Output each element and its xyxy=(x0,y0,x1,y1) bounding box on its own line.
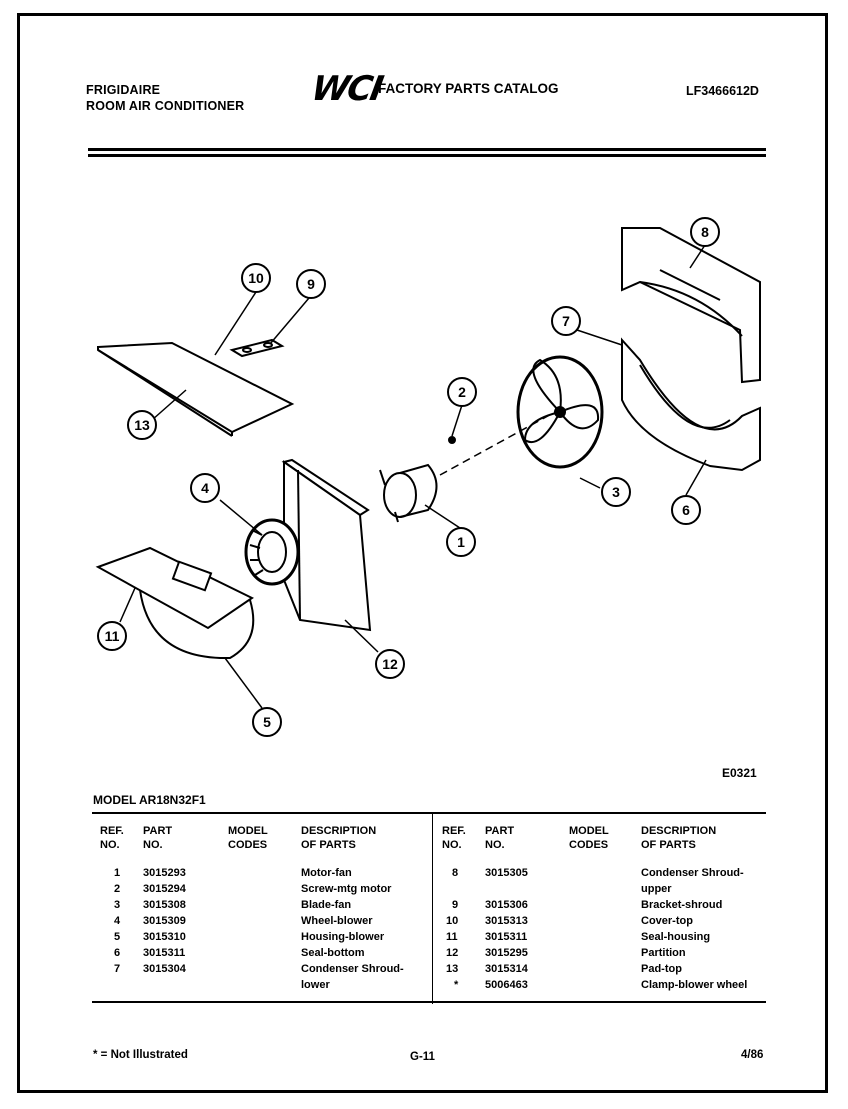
table-cell-part: 3015304 xyxy=(143,963,186,975)
figure-code: E0321 xyxy=(722,766,757,780)
table-cell-ref: 13 xyxy=(446,963,459,975)
footnote-not-illustrated: * = Not Illustrated xyxy=(93,1049,188,1061)
table-cell-desc: Wheel-blower xyxy=(301,915,373,927)
table-cell-ref: 2 xyxy=(114,883,121,895)
header-description: DESCRIPTION OF PARTS xyxy=(301,825,377,851)
header-rule xyxy=(88,148,766,151)
table-cell-desc: Partition xyxy=(641,947,686,959)
callout-12: 12 xyxy=(382,656,398,672)
catalog-title: FACTORY PARTS CATALOG xyxy=(378,81,559,96)
table-cell-part: 3015305 xyxy=(485,867,528,879)
table-top-rule xyxy=(92,812,766,814)
callout-1: 1 xyxy=(457,534,465,550)
revision-date: 4/86 xyxy=(741,1049,764,1061)
header-ref-no: REF. NO. xyxy=(100,825,124,851)
table-cell-desc: Bracket-shroud xyxy=(641,899,723,911)
table-cell-part: 3015293 xyxy=(143,867,186,879)
callout-4: 4 xyxy=(201,480,209,496)
table-divider xyxy=(432,814,433,1004)
header-model-codes: MODEL CODES xyxy=(228,825,268,851)
table-cell-part: 3015314 xyxy=(485,963,528,975)
table-cell-desc: Condenser Shroud- xyxy=(301,963,404,975)
product-type: ROOM AIR CONDITIONER xyxy=(86,99,245,113)
table-cell-desc: Housing-blower xyxy=(301,931,385,943)
fan-motor-part xyxy=(379,463,438,523)
callout-5: 5 xyxy=(263,714,271,730)
table-cell-desc: Screw-mtg motor xyxy=(301,883,392,895)
page-number: G-11 xyxy=(410,1051,435,1063)
callout-8: 8 xyxy=(701,224,709,240)
condenser-shroud-upper-part xyxy=(621,227,761,384)
blower-wheel-part xyxy=(244,518,300,586)
callout-7: 7 xyxy=(562,313,570,329)
header-brand-block: FRIGIDAIRE ROOM AIR CONDITIONER xyxy=(86,82,244,114)
fan-blade-part xyxy=(516,355,604,469)
table-cell-ref: * xyxy=(454,979,459,991)
pad-top-part xyxy=(97,341,295,437)
table-cell-desc: Motor-fan xyxy=(301,867,352,879)
shaft-line xyxy=(439,411,556,476)
table-cell-ref: 10 xyxy=(446,915,459,927)
header-part-no: PART NO. xyxy=(143,825,173,851)
table-cell-part: 3015308 xyxy=(143,899,186,911)
table-cell-part: 3015313 xyxy=(485,915,528,927)
partition-part xyxy=(281,458,372,632)
table-cell-part: 3015310 xyxy=(143,931,186,943)
table-cell-desc-cont: upper xyxy=(641,883,672,895)
screw-part xyxy=(448,436,456,444)
callout-11: 11 xyxy=(105,628,120,644)
table-cell-ref: 5 xyxy=(114,931,121,943)
table-cell-desc-cont: lower xyxy=(301,979,330,991)
bracket-shroud-part xyxy=(229,338,285,358)
table-cell-ref: 1 xyxy=(114,867,121,879)
page-frame xyxy=(17,13,828,1093)
table-cell-ref: 6 xyxy=(114,947,121,959)
callout-6: 6 xyxy=(682,502,690,518)
table-cell-ref: 9 xyxy=(452,899,459,911)
table-cell-part: 5006463 xyxy=(485,979,528,991)
condenser-shroud-lower-part xyxy=(621,337,761,472)
header-ref-no: REF. NO. xyxy=(442,825,466,851)
callout-10: 10 xyxy=(248,270,264,286)
table-cell-ref: 8 xyxy=(452,867,459,879)
table-cell-desc: Blade-fan xyxy=(301,899,352,911)
table-cell-part: 3015311 xyxy=(143,947,186,959)
callout-9: 9 xyxy=(307,276,315,292)
brand-name: FRIGIDAIRE xyxy=(86,83,161,97)
table-cell-desc: Pad-top xyxy=(641,963,682,975)
table-cell-ref: 7 xyxy=(114,963,121,975)
table-cell-desc: Seal-housing xyxy=(641,931,711,943)
table-cell-part: 3015311 xyxy=(485,931,528,943)
table-cell-ref: 12 xyxy=(446,947,459,959)
leader-lines xyxy=(119,244,707,709)
table-bottom-rule xyxy=(92,1001,766,1003)
header-part-no: PART NO. xyxy=(485,825,515,851)
callout-2: 2 xyxy=(458,384,466,400)
header-description: DESCRIPTION OF PARTS xyxy=(641,825,717,851)
table-cell-desc: Condenser Shroud- xyxy=(641,867,744,879)
catalog-number: LF3466612D xyxy=(686,84,759,98)
table-cell-part: 3015309 xyxy=(143,915,186,927)
callout-circles xyxy=(97,217,720,737)
model-number: MODEL AR18N32F1 xyxy=(93,793,206,807)
header-rule xyxy=(88,154,766,157)
table-cell-part: 3015294 xyxy=(143,883,186,895)
callout-3: 3 xyxy=(612,484,620,500)
table-cell-part: 3015295 xyxy=(485,947,528,959)
callout-13: 13 xyxy=(134,417,150,433)
housing-blower-part xyxy=(95,546,255,660)
table-cell-part: 3015306 xyxy=(485,899,528,911)
table-cell-ref: 4 xyxy=(114,915,121,927)
table-cell-ref: 11 xyxy=(446,931,458,943)
table-cell-desc: Cover-top xyxy=(641,915,693,927)
header-model-codes: MODEL CODES xyxy=(569,825,609,851)
table-cell-desc: Seal-bottom xyxy=(301,947,365,959)
table-cell-desc: Clamp-blower wheel xyxy=(641,979,748,991)
table-cell-ref: 3 xyxy=(114,899,121,911)
